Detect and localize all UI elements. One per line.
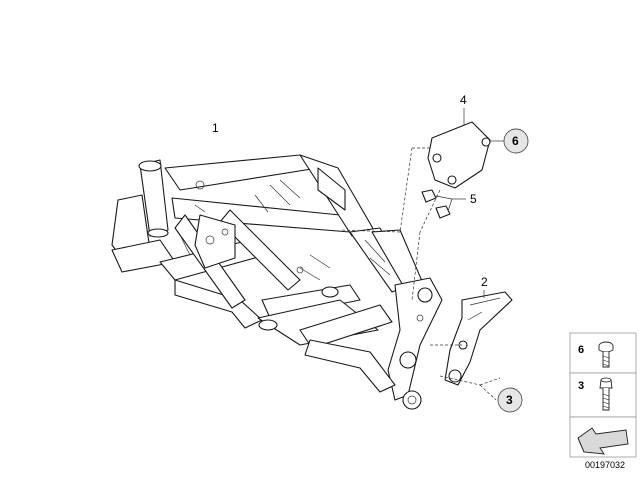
callout-1: 1 <box>212 121 219 135</box>
callout-4: 4 <box>460 93 467 107</box>
diagram-id: 00197032 <box>585 460 625 470</box>
arrow-icon <box>577 427 629 455</box>
callouts: 1 4 6 5 2 3 <box>212 93 529 413</box>
motorcycle-frame[interactable] <box>111 154 443 410</box>
callout-2: 2 <box>481 275 488 289</box>
cover-plate[interactable] <box>427 121 491 189</box>
side-item-3-number: 3 <box>578 380 584 392</box>
bolt-icon <box>599 377 613 411</box>
callout-3-circle <box>497 387 523 413</box>
callout-3: 3 <box>506 393 513 407</box>
side-item-6-number: 6 <box>578 344 584 356</box>
footrest-bracket[interactable] <box>444 291 513 386</box>
nuts[interactable] <box>421 189 451 219</box>
callout-6: 6 <box>512 134 519 148</box>
assembly-guides <box>339 147 501 401</box>
callout-5: 5 <box>470 192 477 206</box>
side-parts-panel: 6 3 00197032 <box>569 332 637 470</box>
screw-icon <box>598 341 614 368</box>
